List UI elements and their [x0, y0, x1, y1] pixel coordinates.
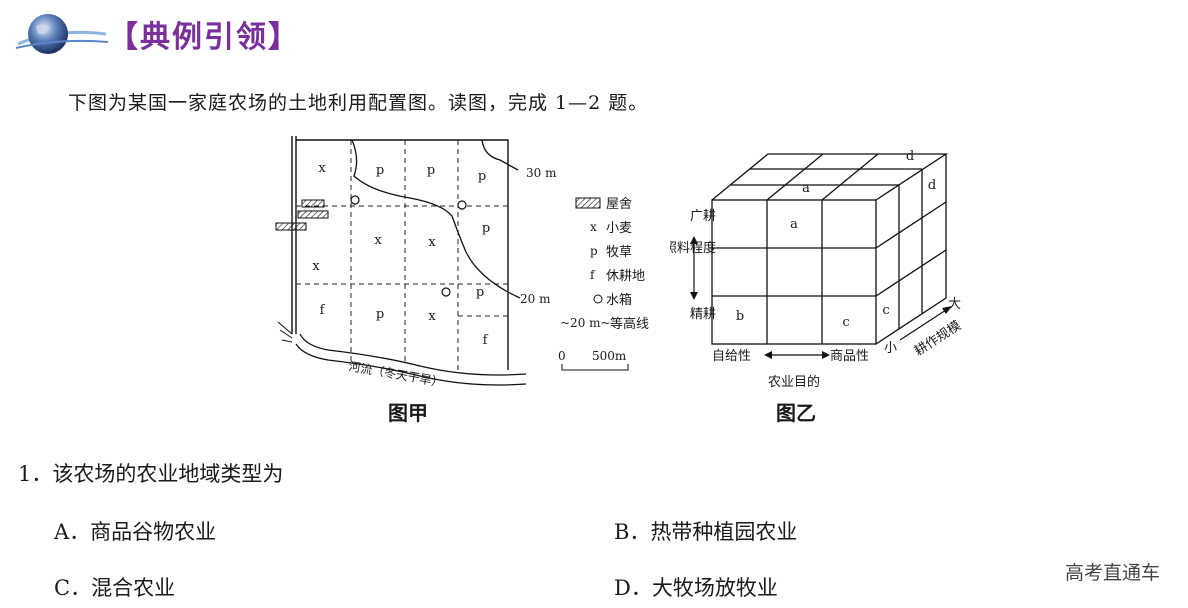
z-small-label: 小 — [884, 341, 897, 356]
cell-label: x — [428, 309, 436, 324]
globe-icon — [15, 14, 108, 54]
cell-label: p — [476, 285, 484, 300]
z-axis-label: 耕作规模 — [911, 318, 963, 360]
legend-fallow: 休耕地 — [606, 268, 645, 284]
contour-30-label: 30 m — [526, 166, 557, 180]
x-left-label: 自给性 — [712, 349, 751, 364]
z-big-label: 大 — [948, 297, 961, 312]
legend-fallow-symbol: f — [590, 268, 596, 282]
legend-contour: 等高线 — [610, 316, 649, 332]
legend-wheat-symbol: x — [590, 220, 597, 234]
legend-house: 屋舍 — [606, 197, 632, 212]
legend-pasture-symbol: p — [590, 244, 598, 258]
question-stem: 1．该农场的农业地域类型为 — [18, 462, 284, 486]
option-c[interactable]: C．混合农业 — [54, 576, 176, 600]
figure-b: a a b c c d d 广耕 精耕 照料程度 自给性 商品性 农业目的 小 … — [670, 149, 964, 425]
cell-letter-a-front: a — [790, 217, 798, 232]
house-icon — [275, 199, 329, 231]
cell-label: p — [482, 221, 490, 236]
option-b[interactable]: B．热带种植园农业 — [614, 520, 798, 544]
option-a[interactable]: A．商品谷物农业 — [54, 520, 217, 544]
cell-letter-c-front: c — [842, 315, 849, 330]
cell-letter-c-side: c — [882, 303, 889, 318]
x-axis-label: 农业目的 — [768, 374, 820, 390]
y-axis-label: 照料程度 — [670, 240, 716, 256]
cell-letter-a-top: a — [802, 181, 810, 196]
watermark: 高考直通车 — [1064, 562, 1160, 584]
cell-label: x — [428, 235, 436, 250]
scale-zero: 0 — [558, 349, 566, 363]
cell-label: p — [478, 169, 486, 184]
y-top-label: 广耕 — [690, 208, 716, 224]
legend-contour-sample: ~20 m~ — [560, 316, 611, 330]
figure-b-caption: 图乙 — [776, 401, 816, 425]
option-d[interactable]: D．大牧场放牧业 — [614, 576, 778, 600]
scale-length: 500m — [592, 349, 627, 363]
cell-label: f — [320, 303, 326, 318]
cell-letter-d-top: d — [906, 149, 914, 164]
cell-label: f — [483, 333, 489, 348]
cell-label: x — [374, 233, 382, 248]
legend-tank: 水箱 — [606, 292, 632, 308]
river-label: 河流（冬天干旱） — [347, 358, 444, 389]
header-title: 【典例引领】 — [108, 20, 300, 55]
cell-letter-b: b — [736, 309, 744, 324]
legend-pasture: 牧草 — [606, 245, 632, 260]
y-bottom-label: 精耕 — [690, 306, 716, 322]
cell-label: p — [376, 163, 384, 178]
cell-label: x — [318, 161, 326, 176]
cell-label: p — [427, 163, 435, 178]
legend-wheat: 小麦 — [606, 221, 632, 236]
water-tank-icon — [350, 195, 467, 297]
figure-a-caption: 图甲 — [388, 401, 428, 425]
cell-letter-d-side: d — [928, 178, 936, 193]
contour-20-label: 20 m — [520, 292, 551, 306]
cell-label: x — [312, 259, 320, 274]
figure-a: x p p p x x p x p f p x f 30 m 20 m 河流（冬… — [275, 136, 649, 425]
x-right-label: 商品性 — [830, 349, 869, 364]
intro-text: 下图为某国一家庭农场的土地利用配置图。读图，完成 1—2 题。 — [68, 92, 649, 114]
cell-label: p — [376, 307, 384, 322]
